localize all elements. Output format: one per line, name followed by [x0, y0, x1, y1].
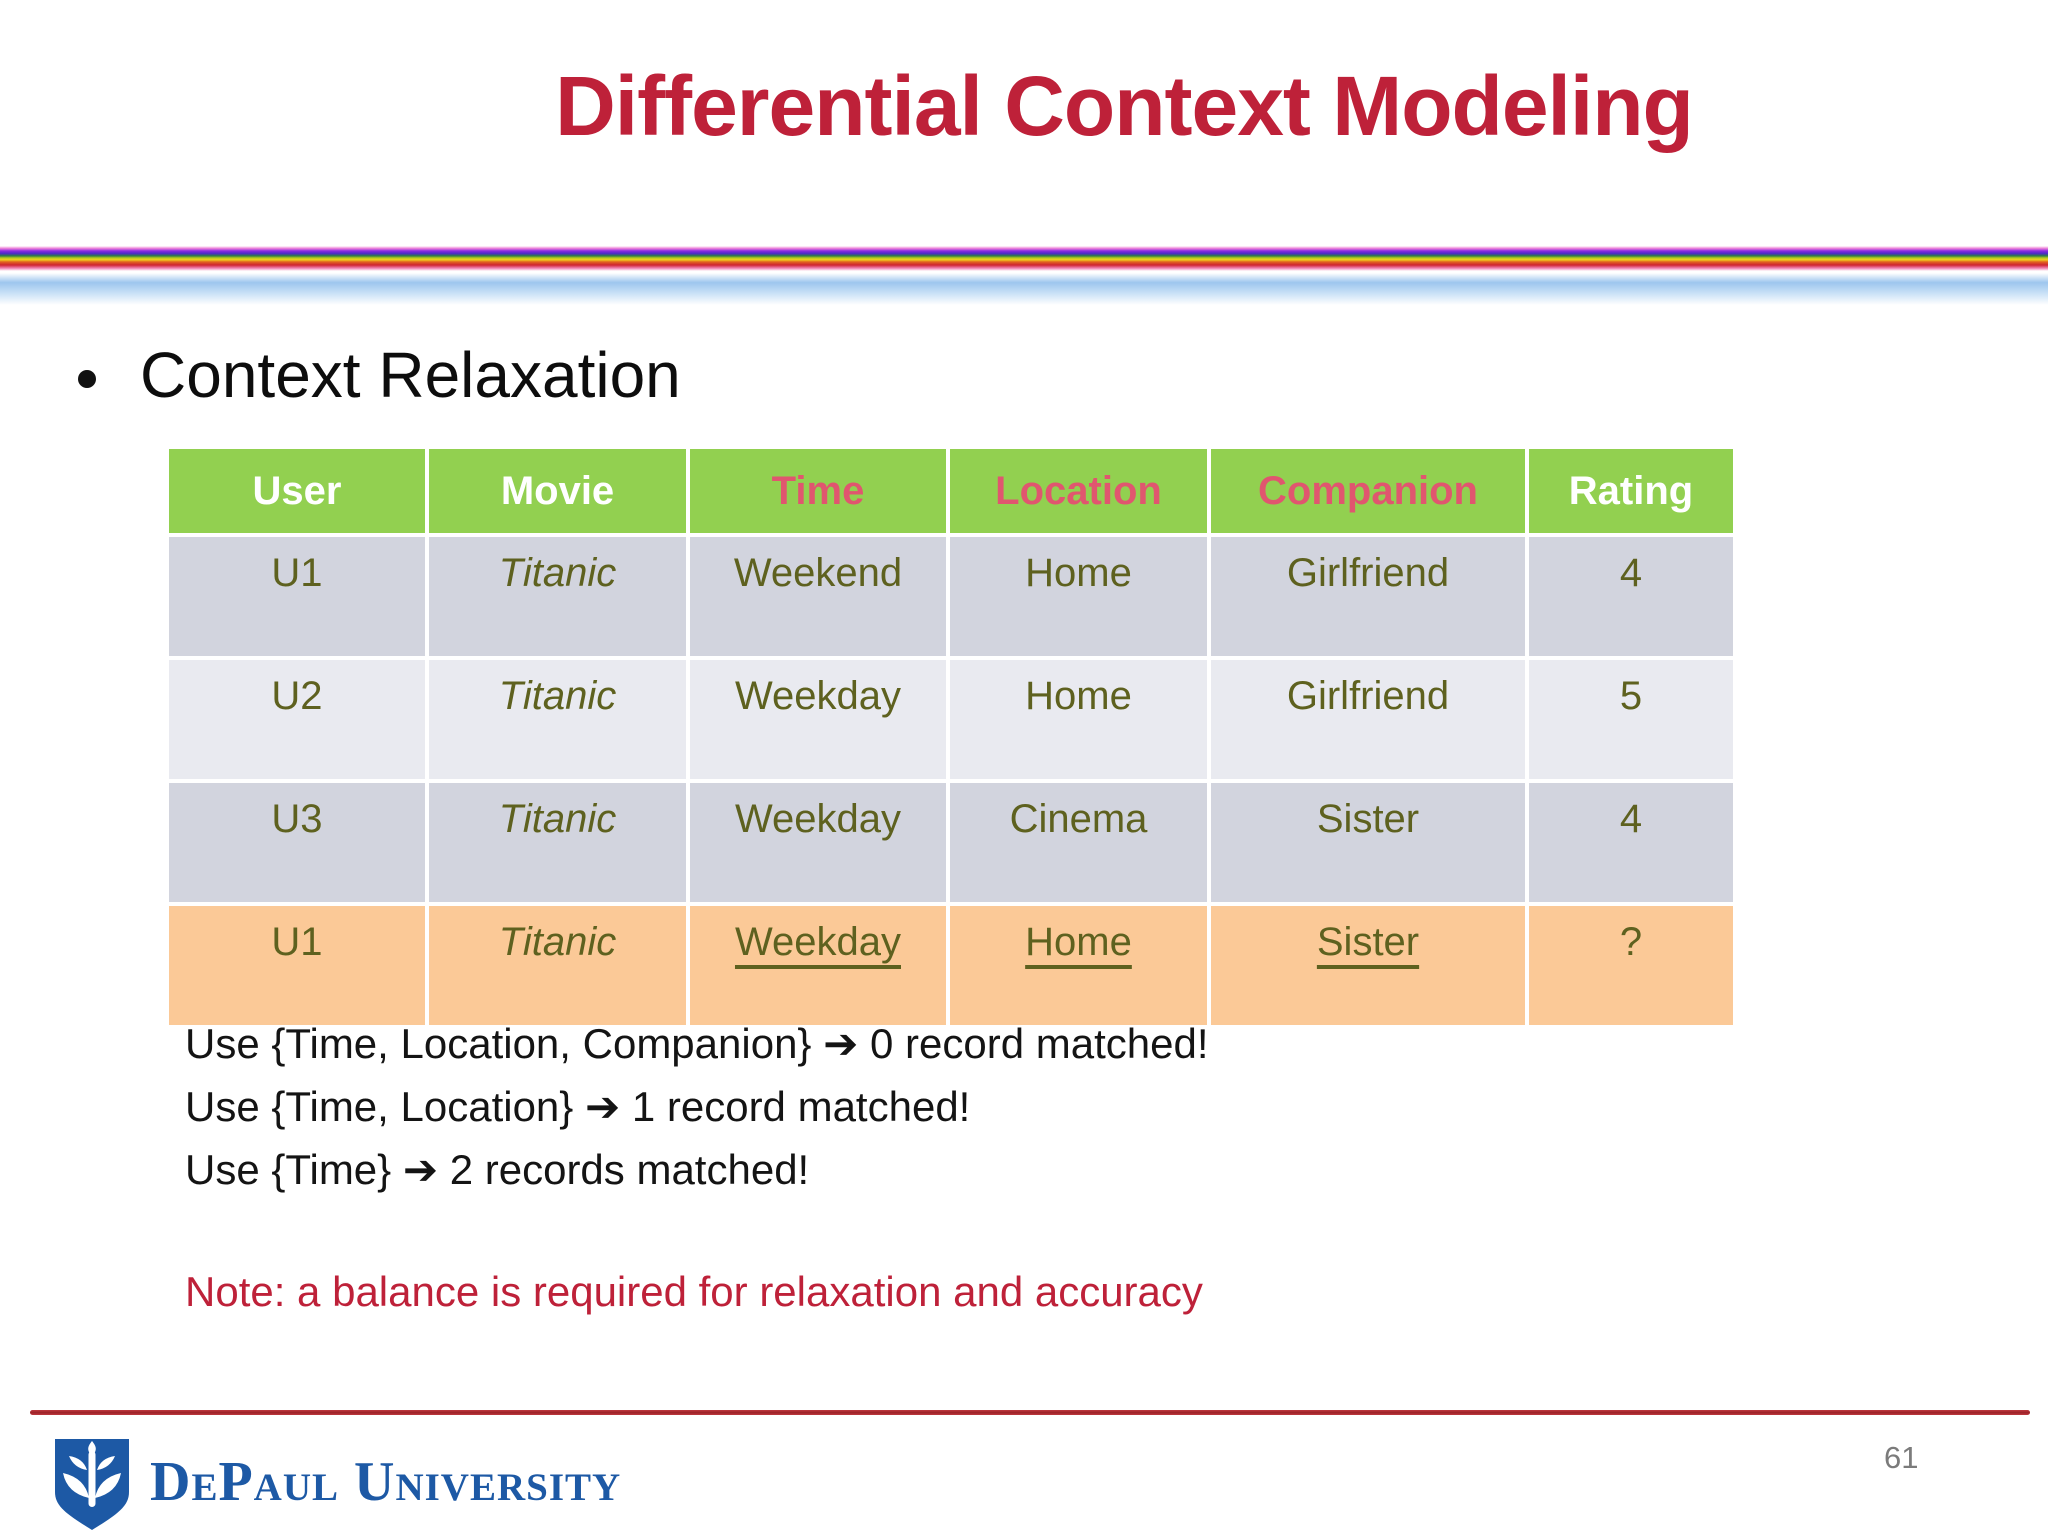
section-heading: Context Relaxation [140, 339, 681, 411]
column-header-movie: Movie [425, 445, 690, 537]
table-row: U2 Titanic Weekday Home Girlfriend 5 [165, 656, 1737, 783]
cell-rating: 5 [1525, 656, 1737, 783]
table-row: U1 Titanic Weekend Home Girlfriend 4 [165, 533, 1737, 660]
table-row-query: U1 Titanic Weekday Home Sister ? [165, 902, 1737, 1029]
cell-user: U1 [165, 902, 429, 1029]
cell-time: Weekday [686, 656, 950, 783]
context-table: User Movie Time Location Companion Ratin… [165, 445, 1737, 1029]
column-header-user: User [165, 445, 429, 537]
column-header-companion: Companion [1207, 445, 1529, 537]
blue-glow-divider [0, 273, 2048, 305]
cell-time: Weekday [686, 902, 950, 1029]
balance-note: Note: a balance is required for relaxati… [185, 1268, 1203, 1315]
rainbow-divider [0, 246, 2048, 272]
cell-rating: 4 [1525, 779, 1737, 906]
relaxation-line: Use {Time, Location, Companion} ➔ 0 reco… [185, 1020, 1209, 1067]
bullet-marker [78, 370, 96, 388]
slide-title: Differential Context Modeling [555, 59, 1694, 153]
cell-user: U2 [165, 656, 429, 783]
cell-time: Weekday [686, 779, 950, 906]
cell-companion: Sister [1207, 902, 1529, 1029]
depaul-shield-icon [55, 1439, 129, 1530]
cell-movie: Titanic [425, 533, 690, 660]
cell-rating: 4 [1525, 533, 1737, 660]
column-header-time: Time [686, 445, 950, 537]
relaxation-lines: Use {Time, Location, Companion} ➔ 0 reco… [185, 1012, 1208, 1201]
cell-companion: Girlfriend [1207, 533, 1529, 660]
relaxation-line: Use {Time, Location} ➔ 1 record matched! [185, 1083, 971, 1130]
cell-time: Weekend [686, 533, 950, 660]
cell-movie: Titanic [425, 779, 690, 906]
cell-user: U3 [165, 779, 429, 906]
cell-movie: Titanic [425, 902, 690, 1029]
cell-movie: Titanic [425, 656, 690, 783]
page-number: 61 [1884, 1440, 1919, 1475]
cell-location: Home [946, 656, 1211, 783]
table-header-row: User Movie Time Location Companion Ratin… [165, 445, 1737, 537]
depaul-logo: DePaul University [52, 1436, 621, 1534]
cell-user: U1 [165, 533, 429, 660]
footer-divider [30, 1410, 2030, 1415]
column-header-location: Location [946, 445, 1211, 537]
cell-location: Home [946, 902, 1211, 1029]
depaul-logo-text: DePaul University [150, 1451, 622, 1513]
relaxation-line: Use {Time} ➔ 2 records matched! [185, 1146, 810, 1193]
column-header-rating: Rating [1525, 445, 1737, 537]
table-row: U3 Titanic Weekday Cinema Sister 4 [165, 779, 1737, 906]
cell-rating: ? [1525, 902, 1737, 1029]
cell-location: Cinema [946, 779, 1211, 906]
cell-companion: Girlfriend [1207, 656, 1529, 783]
cell-location: Home [946, 533, 1211, 660]
cell-companion: Sister [1207, 779, 1529, 906]
bullet-row: Context Relaxation [78, 338, 681, 412]
